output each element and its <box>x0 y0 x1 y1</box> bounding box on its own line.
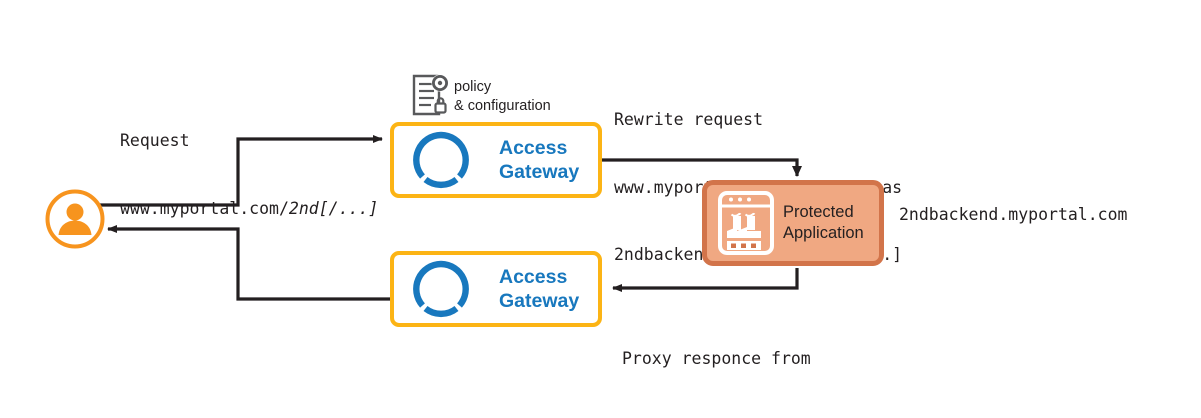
user-node[interactable] <box>44 188 106 254</box>
node-gateway-bottom[interactable]: Access Gateway <box>390 251 602 327</box>
label-proxy-line2: 2ndbackend.myportal.com/[/...] as <box>622 416 950 418</box>
label-request-line2: www.myportal.com/2nd[/...] <box>120 198 378 221</box>
connector-user-to-gateway-top <box>98 135 383 207</box>
connector-app-to-gateway-bottom <box>612 268 799 292</box>
gateway-ring-icon <box>413 131 469 189</box>
label-request-line1: Request <box>120 131 190 150</box>
node-gateway-top[interactable]: Access Gateway <box>390 122 602 198</box>
gateway-bottom-label: Access Gateway <box>499 266 580 312</box>
label-request-line2-b: [/...] <box>318 198 379 218</box>
label-backend-host: 2ndbackend.myportal.com <box>899 205 1128 224</box>
gateway-ring-icon <box>413 260 469 318</box>
gateway-top-label: Access Gateway <box>499 137 580 183</box>
label-request: Request www.myportal.com/2nd[/...] <box>120 85 378 265</box>
policy-document-icon <box>409 72 453 124</box>
node-protected-application[interactable]: Protected Application <box>702 180 884 266</box>
factory-browser-icon <box>718 191 774 255</box>
label-proxy-response: Proxy responce from 2ndbackend.myportal.… <box>622 303 950 418</box>
user-circle-icon <box>45 189 105 249</box>
label-rewrite-line1: Rewrite request <box>614 110 764 129</box>
policy-label: policy & configuration <box>454 79 551 114</box>
label-request-line2-a: www.myportal.com/ <box>120 198 289 218</box>
connector-gateway-bottom-to-user <box>107 225 390 301</box>
label-proxy-line1: Proxy responce from <box>622 349 811 368</box>
protected-application-label: Protected Application <box>783 203 864 242</box>
label-request-line2-em: 2nd <box>288 198 319 218</box>
connector-gateway-top-to-app <box>601 158 802 177</box>
